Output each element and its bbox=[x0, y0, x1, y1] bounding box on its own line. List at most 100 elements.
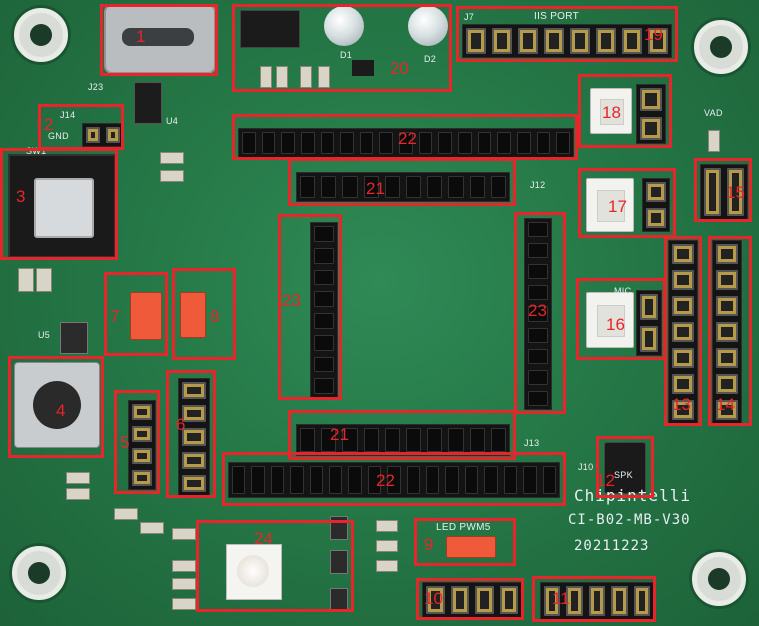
annotation-box-23-right bbox=[514, 212, 566, 414]
led-d1 bbox=[324, 6, 364, 46]
annotation-box-7 bbox=[104, 272, 168, 356]
smd-resistor bbox=[114, 508, 138, 520]
jumper-7 bbox=[130, 292, 162, 340]
mounting-hole-bottom-left bbox=[12, 546, 66, 600]
iis-port-header bbox=[462, 24, 672, 58]
header-group-11 bbox=[540, 582, 654, 620]
mic-header-17 bbox=[642, 178, 670, 232]
label-sw1: SW1 bbox=[26, 146, 47, 156]
label-j10: J10 bbox=[578, 462, 594, 472]
smd-resistor bbox=[66, 488, 90, 500]
annotation-box-6 bbox=[166, 370, 216, 498]
label-mic: MIC bbox=[614, 286, 632, 296]
smd-resistor bbox=[318, 66, 330, 88]
annotation-box-20 bbox=[232, 4, 452, 92]
annotation-box-15 bbox=[694, 158, 752, 222]
annotation-number-3: 3 bbox=[16, 187, 26, 206]
label-j23: J23 bbox=[88, 82, 104, 92]
label-u5: U5 bbox=[38, 330, 51, 340]
module-header-23-right bbox=[524, 218, 552, 410]
label-j7: J7 bbox=[464, 12, 475, 22]
annotation-box-16 bbox=[576, 278, 666, 360]
annotation-box-22-bottom bbox=[222, 452, 566, 506]
annotation-number-17: 17 bbox=[608, 197, 627, 216]
jumper-8 bbox=[180, 292, 206, 338]
annotation-number-22-top: 22 bbox=[398, 129, 417, 148]
annotation-box-21-top bbox=[288, 158, 516, 206]
annotation-number-11: 11 bbox=[552, 589, 570, 608]
mic-connector-17 bbox=[586, 178, 634, 232]
annotation-number-6: 6 bbox=[176, 415, 186, 434]
rgb-led-24 bbox=[226, 544, 282, 600]
smd-resistor bbox=[172, 528, 196, 540]
mic-connector-18 bbox=[590, 88, 632, 134]
mounting-hole-top-left bbox=[14, 8, 68, 62]
annotation-box-21-bottom bbox=[288, 410, 516, 460]
annotation-box-11 bbox=[532, 576, 656, 622]
label-j14: J14 bbox=[60, 110, 76, 120]
label-j13: J13 bbox=[524, 438, 540, 448]
annotation-box-5 bbox=[114, 390, 160, 494]
annotation-box-9 bbox=[414, 518, 516, 566]
date-label: 20211223 bbox=[574, 538, 650, 554]
annotation-number-14: 14 bbox=[716, 395, 735, 414]
annotation-number-19: 19 bbox=[644, 25, 663, 44]
module-header-21-top bbox=[296, 172, 510, 202]
mounting-hole-bottom-right bbox=[692, 552, 746, 606]
annotation-number-23-right: 23 bbox=[528, 301, 547, 320]
smd-resistor bbox=[172, 598, 196, 610]
annotation-number-23-left: 23 bbox=[282, 291, 301, 310]
annotation-number-18: 18 bbox=[602, 103, 621, 122]
annotation-box-3 bbox=[0, 148, 118, 260]
model-label: CI-B02-MB-V30 bbox=[568, 512, 691, 528]
mic-header-16 bbox=[636, 290, 662, 356]
annotation-box-4 bbox=[8, 356, 104, 458]
annotation-number-15: 15 bbox=[726, 183, 745, 202]
ic-u5 bbox=[60, 322, 88, 354]
header-group-13 bbox=[668, 240, 698, 424]
smd-resistor bbox=[18, 268, 34, 292]
mounting-hole-top-right bbox=[694, 20, 748, 74]
annotation-number-24: 24 bbox=[254, 529, 273, 548]
relay-component bbox=[240, 10, 300, 48]
transistor-q1 bbox=[352, 60, 374, 76]
annotation-box-23-left bbox=[278, 214, 342, 400]
label-u4: U4 bbox=[166, 116, 179, 126]
header-j14 bbox=[82, 123, 124, 147]
header-group-14 bbox=[712, 240, 742, 424]
annotation-number-8: 8 bbox=[210, 307, 220, 326]
annotation-number-2: 2 bbox=[44, 115, 54, 134]
annotation-box-22-top bbox=[232, 114, 578, 160]
push-button bbox=[14, 362, 100, 448]
label-spk: SPK bbox=[614, 470, 633, 480]
smd-resistor bbox=[66, 472, 90, 484]
transistor bbox=[330, 550, 348, 574]
annotation-box-18 bbox=[578, 74, 672, 148]
annotation-number-22-bottom: 22 bbox=[376, 471, 395, 490]
annotation-box-14 bbox=[708, 236, 752, 426]
annotation-number-1: 1 bbox=[136, 27, 146, 46]
smd-resistor bbox=[376, 540, 398, 552]
usb-c-connector bbox=[104, 4, 216, 74]
smd-resistor bbox=[300, 66, 312, 88]
led-d2 bbox=[408, 6, 448, 46]
smd-resistor bbox=[376, 520, 398, 532]
power-switch-sw1 bbox=[8, 154, 116, 258]
annotation-box-12 bbox=[596, 436, 654, 498]
annotation-number-21-bottom: 21 bbox=[330, 425, 349, 444]
annotation-number-5: 5 bbox=[120, 433, 130, 452]
annotation-number-7: 7 bbox=[110, 307, 120, 326]
jumper-led-pwm5 bbox=[446, 536, 496, 558]
smd-resistor bbox=[708, 130, 720, 152]
annotation-number-9: 9 bbox=[424, 535, 434, 554]
annotation-number-20: 20 bbox=[390, 59, 409, 78]
annotation-box-17 bbox=[578, 168, 676, 238]
annotation-number-13: 13 bbox=[672, 395, 691, 414]
smd-resistor bbox=[172, 578, 196, 590]
annotation-number-4: 4 bbox=[56, 401, 66, 420]
label-vad: VAD bbox=[704, 108, 723, 118]
label-led-pwm5: LED PWM5 bbox=[436, 522, 491, 533]
smd-resistor bbox=[36, 268, 52, 292]
female-header-22-bottom bbox=[228, 462, 560, 498]
